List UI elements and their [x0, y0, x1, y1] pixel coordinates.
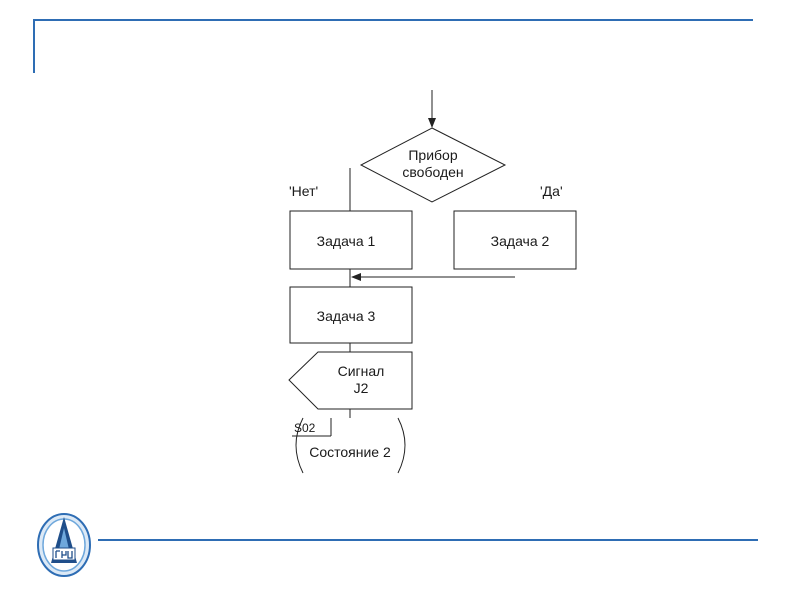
header-rule-left	[33, 19, 35, 73]
task3-label: Задача 3	[317, 308, 376, 324]
branch-yes-label: 'Да'	[540, 183, 563, 199]
signal-shape	[288, 351, 413, 410]
signal-label-line2: J2	[354, 380, 369, 396]
task1-label: Задача 1	[317, 233, 376, 249]
task3-box	[289, 286, 413, 344]
task1-box	[289, 210, 413, 270]
state-code-label: S02	[294, 421, 316, 435]
task2-box	[453, 210, 577, 270]
task2-label: Задача 2	[491, 233, 550, 249]
state-name-label: Состояние 2	[309, 444, 391, 460]
decision-label-line2: свободен	[402, 164, 463, 180]
footer-rule	[98, 539, 758, 541]
header-rule-top	[33, 19, 753, 21]
signal-label-line1: Сигнал	[338, 363, 385, 379]
state-bracket-right	[397, 417, 406, 474]
state-bracket-left	[295, 417, 304, 474]
university-emblem-icon	[36, 508, 92, 578]
decision-diamond	[359, 127, 507, 203]
branch-no-label: 'Нет'	[289, 183, 318, 199]
decision-label-line1: Прибор	[408, 147, 457, 163]
